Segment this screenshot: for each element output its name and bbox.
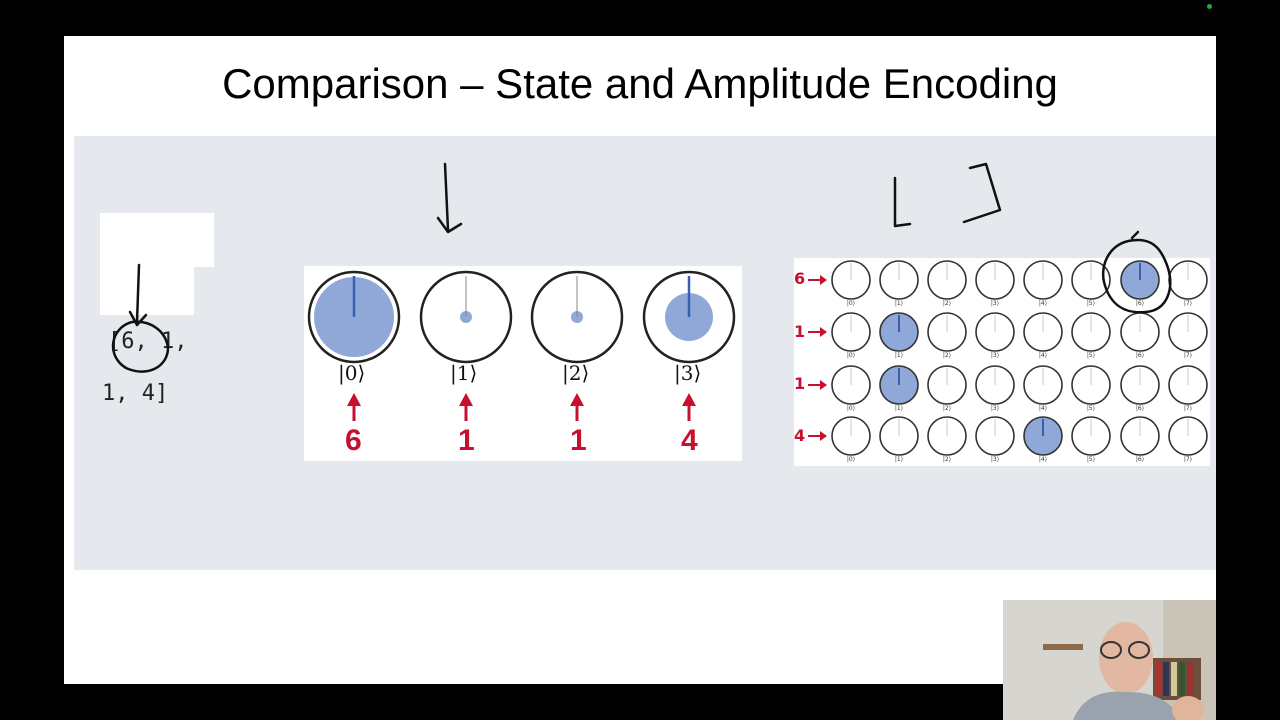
ket-label-2: |2⟩ [562, 361, 590, 385]
handwritten-annotations [111, 162, 1172, 373]
row-arrow-head-3 [820, 431, 827, 441]
amp-col-label-1-5: |5⟩ [1087, 352, 1095, 359]
state-arrow-head-2 [570, 393, 584, 406]
amp-col-label-1-4: |4⟩ [1039, 352, 1047, 359]
state-value-0: 6 [345, 424, 362, 457]
presenter-video [1003, 600, 1216, 720]
array-text-line2: 1, 4] [102, 381, 169, 406]
row-arrow-head-1 [820, 327, 827, 337]
state-arrow-head-0 [347, 393, 361, 406]
amp-col-label-1-7: |7⟩ [1184, 352, 1192, 359]
amp-col-label-0-3: |3⟩ [991, 300, 999, 307]
array-box-bottom [100, 267, 194, 315]
state-arrow-head-1 [459, 393, 473, 406]
amp-col-label-1-0: |0⟩ [847, 352, 855, 359]
amp-col-label-0-5: |5⟩ [1087, 300, 1095, 307]
amp-col-label-2-2: |2⟩ [943, 405, 951, 412]
amp-col-label-2-4: |4⟩ [1039, 405, 1047, 412]
amp-col-label-3-6: |6⟩ [1136, 456, 1144, 463]
array-box-top [100, 213, 214, 267]
pen-arrow-down-array [128, 263, 148, 327]
row-label-2: 1 [794, 374, 806, 393]
amp-col-label-1-2: |2⟩ [943, 352, 951, 359]
amp-col-label-2-5: |5⟩ [1087, 405, 1095, 412]
row-label-3: 4 [794, 426, 806, 445]
amp-col-label-0-1: |1⟩ [895, 300, 903, 307]
amp-col-label-2-3: |3⟩ [991, 405, 999, 412]
amp-col-label-0-2: |2⟩ [943, 300, 951, 307]
amp-col-label-3-3: |3⟩ [991, 456, 999, 463]
row-arrow-head-2 [820, 380, 827, 390]
amp-col-label-1-3: |3⟩ [991, 352, 999, 359]
state-encoding-diagram [307, 270, 736, 421]
slide-title: Comparison – State and Amplitude Encodin… [222, 60, 1058, 107]
amp-col-label-0-6: |6⟩ [1136, 300, 1144, 307]
amp-col-label-2-1: |1⟩ [895, 405, 903, 412]
row-arrow-head-0 [820, 275, 827, 285]
pen-tick [1130, 230, 1140, 240]
ket-label-1: |1⟩ [450, 361, 478, 385]
state-arrow-head-3 [682, 393, 696, 406]
row-label-1: 1 [794, 322, 806, 341]
amp-col-label-0-7: |7⟩ [1184, 300, 1192, 307]
amp-col-label-1-6: |6⟩ [1136, 352, 1144, 359]
amp-col-label-3-7: |7⟩ [1184, 456, 1192, 463]
status-indicator-icon [1207, 4, 1212, 9]
amp-col-label-3-1: |1⟩ [895, 456, 903, 463]
presenter-video-icon [1003, 600, 1216, 720]
state-encoding-panel: |0⟩ |1⟩ |2⟩ |3⟩ 6 1 1 4 [304, 266, 742, 461]
state-value-3: 4 [681, 424, 698, 457]
row-label-0: 6 [794, 269, 806, 288]
pen-arrow-down-state [436, 162, 463, 234]
ket-label-0: |0⟩ [338, 361, 366, 385]
state-value-2: 1 [570, 424, 587, 457]
ket-label-3: |3⟩ [674, 361, 702, 385]
amp-col-label-3-2: |2⟩ [943, 456, 951, 463]
slide: Comparison – State and Amplitude Encodin… [64, 36, 1216, 684]
amp-col-label-0-0: |0⟩ [847, 300, 855, 307]
amp-col-label-2-6: |6⟩ [1136, 405, 1144, 412]
amp-col-label-3-5: |5⟩ [1087, 456, 1095, 463]
state-value-1: 1 [458, 424, 475, 457]
amp-col-label-1-1: |1⟩ [895, 352, 903, 359]
pen-circle-array [111, 320, 170, 373]
pen-mark-L [893, 176, 912, 228]
amp-col-label-2-0: |0⟩ [847, 405, 855, 412]
amp-col-label-3-4: |4⟩ [1039, 456, 1047, 463]
amp-col-label-3-0: |0⟩ [847, 456, 855, 463]
amp-col-label-2-7: |7⟩ [1184, 405, 1192, 412]
amplitude-encoding-grid: |0⟩ |1⟩ |2⟩ |3⟩ |4⟩ |5⟩ |6⟩ |7⟩ |0⟩ |1⟩ |2⟩ |3⟩ |4⟩ |… [808, 260, 1208, 463]
pen-circle-amp [1101, 238, 1172, 314]
pen-mark-3 [962, 162, 1002, 224]
amp-col-label-0-4: |4⟩ [1039, 300, 1047, 307]
amplitude-encoding-panel: |0⟩ |1⟩ |2⟩ |3⟩ |4⟩ |5⟩ |6⟩ |7⟩ |0⟩ |1⟩ |2⟩ |3⟩ |4⟩ |… [794, 258, 1210, 466]
